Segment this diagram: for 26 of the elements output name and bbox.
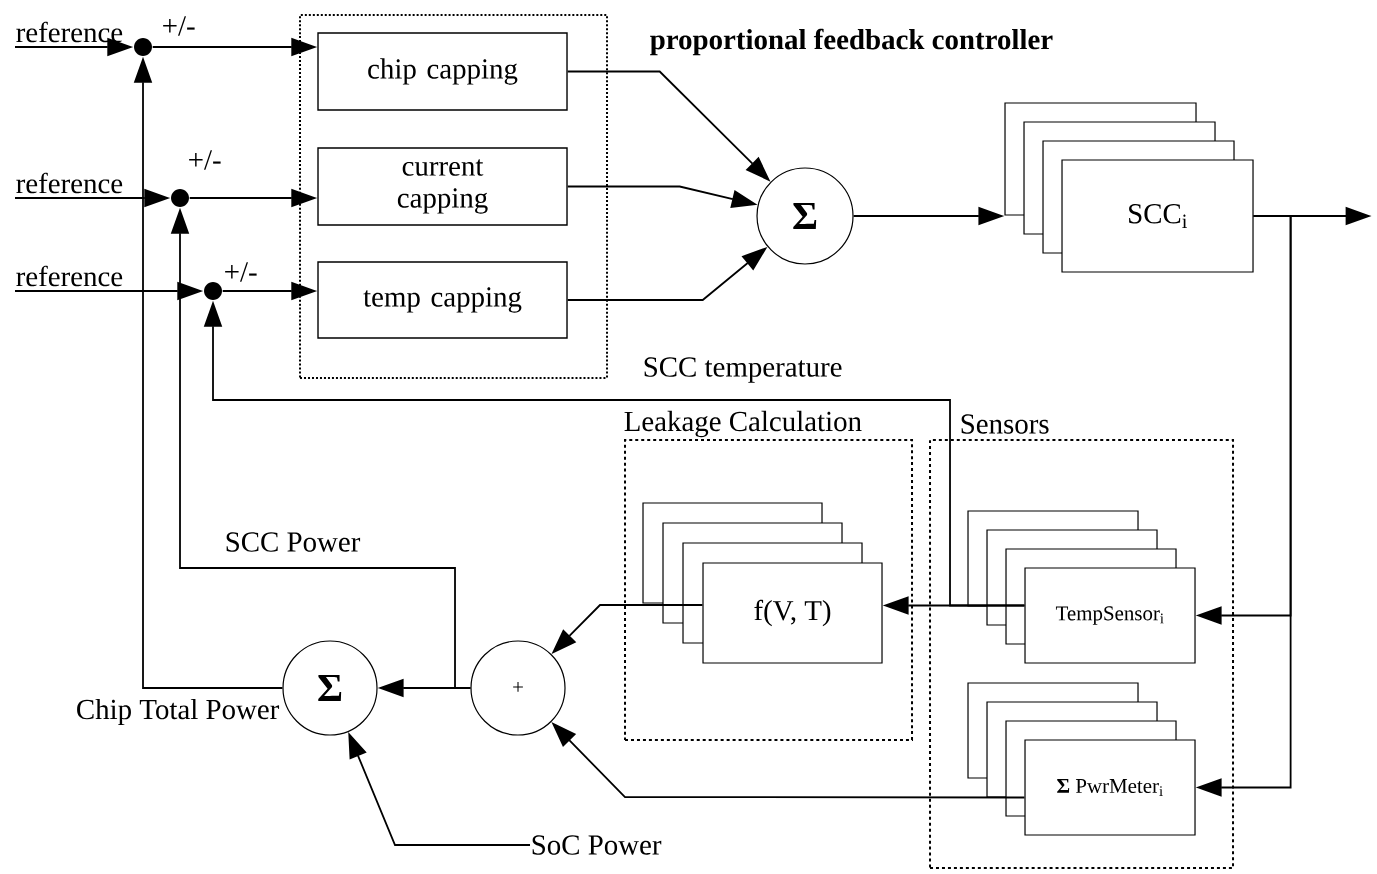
node-label: Σ PwrMeter$_{i}$	[1057, 779, 1163, 796]
stacked-boxes: Σ PwrMeter$_{i}$	[967, 682, 1196, 836]
node-label: i	[1182, 214, 1187, 228]
sign-label: +/-	[163, 16, 195, 36]
process-box: current capping	[317, 147, 568, 226]
sign-label: +/-	[189, 150, 221, 170]
summing-junction: Σ	[282, 640, 378, 736]
sign-label: +/-	[225, 262, 257, 282]
input-label: SoC Power	[532, 835, 662, 855]
stacked-boxes: TempSensor$_{i}$	[967, 510, 1196, 664]
process-box: temp capping	[317, 261, 568, 339]
input-label: reference	[16, 265, 123, 287]
summing-junction: Σ	[756, 167, 854, 265]
edge-label: Chip Total Power	[73, 696, 282, 728]
edge-label: SCC Power	[222, 530, 363, 554]
input-label: reference	[16, 21, 123, 43]
stacked-boxes: f(V, T)	[642, 502, 883, 664]
group-title: Sensors	[961, 414, 1049, 434]
group-title: Leakage Calculation	[624, 410, 862, 438]
node-label: TempSensor$_{i}$	[1055, 606, 1164, 625]
summing-junction: +	[470, 640, 566, 736]
edge-label: SCC temperature	[640, 355, 845, 385]
group-title: proportional feedback controller	[650, 28, 1053, 56]
input-label: reference	[16, 172, 123, 194]
stacked-boxes: SCC$_{i}$	[1004, 102, 1254, 273]
process-box: chip capping	[317, 32, 568, 111]
